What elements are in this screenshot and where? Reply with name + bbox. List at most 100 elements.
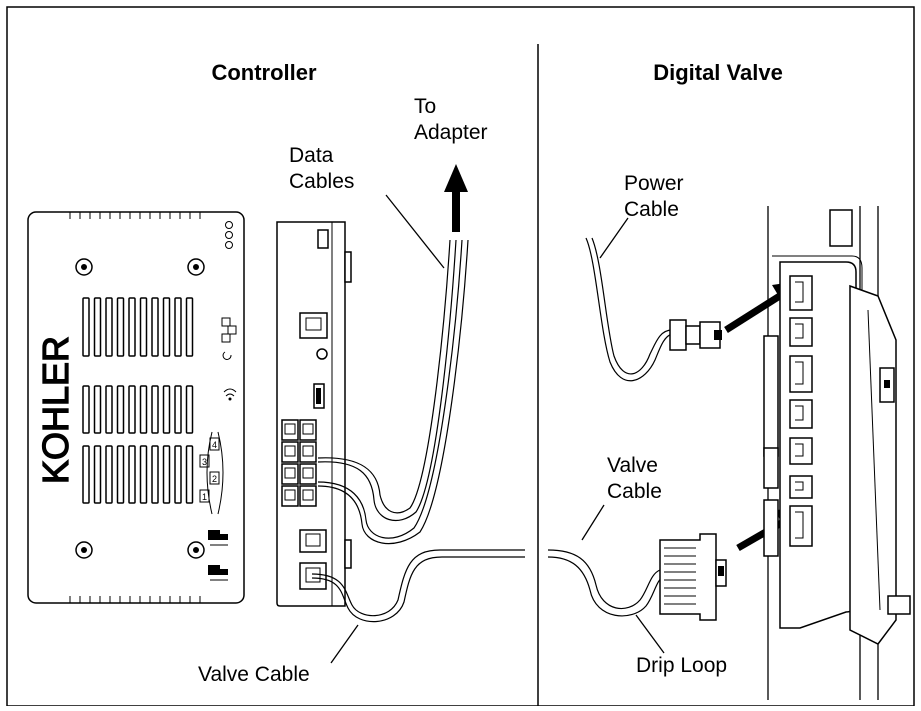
valve-port-latch bbox=[795, 361, 804, 385]
top-vent-ticks bbox=[69, 212, 201, 219]
vent-slot bbox=[185, 445, 194, 504]
to-adapter-label-line2: Adapter bbox=[414, 121, 488, 144]
data-port bbox=[281, 463, 299, 485]
vent-slot bbox=[139, 297, 148, 357]
side-housing bbox=[276, 221, 346, 607]
data-port-socket bbox=[302, 423, 314, 435]
data-port bbox=[299, 485, 317, 507]
data-port-socket bbox=[302, 489, 314, 501]
valve-port bbox=[789, 275, 813, 311]
vent-slot bbox=[105, 297, 113, 357]
controller-title: Controller bbox=[211, 60, 317, 85]
data-port-socket bbox=[284, 467, 296, 479]
vent-slot bbox=[174, 385, 182, 434]
port-label: 1 bbox=[202, 492, 207, 502]
vent-slot bbox=[128, 297, 136, 357]
vent-slot bbox=[93, 385, 102, 434]
network-icon bbox=[221, 317, 237, 343]
data-port-socket bbox=[284, 489, 296, 501]
valve-connector-icon bbox=[208, 530, 228, 546]
screw-icon bbox=[75, 541, 93, 559]
digital-valve-title: Digital Valve bbox=[653, 60, 783, 85]
port-label: 3 bbox=[202, 457, 207, 467]
vent-slots bbox=[82, 297, 194, 504]
data-port-socket bbox=[284, 423, 296, 435]
vent-slot bbox=[174, 445, 182, 504]
vent-slot bbox=[162, 385, 171, 434]
bottom-vent-ticks bbox=[69, 596, 201, 603]
vent-slot bbox=[105, 445, 113, 504]
data-cables-leader bbox=[385, 194, 445, 269]
data-port bbox=[281, 419, 299, 441]
valve-port-latch bbox=[795, 405, 804, 421]
valve-cable-leader bbox=[330, 624, 359, 664]
data-port-socket bbox=[302, 467, 314, 479]
port-label: 4 bbox=[212, 440, 217, 450]
valve-cable-label-line1: Valve bbox=[607, 454, 658, 477]
vent-slot bbox=[116, 385, 125, 434]
valve-cable-label-line2: Cable bbox=[607, 480, 662, 503]
screw-icon bbox=[187, 541, 205, 559]
vent-slot bbox=[105, 385, 113, 434]
to-adapter-label-line1: To bbox=[414, 95, 436, 118]
vent-slot bbox=[82, 385, 90, 434]
data-port-grid bbox=[281, 419, 317, 507]
vent-slot bbox=[174, 297, 182, 357]
power-jack bbox=[317, 229, 329, 249]
vent-slot bbox=[116, 297, 125, 357]
data-port-socket bbox=[284, 445, 296, 457]
valve-port bbox=[789, 475, 813, 499]
controller-valve-cable bbox=[311, 549, 525, 623]
valve-port-latch bbox=[795, 511, 804, 539]
port-number-labels: 1 2 3 4 bbox=[199, 437, 220, 503]
vent-slot bbox=[116, 445, 125, 504]
vent-slot bbox=[185, 297, 194, 357]
valve-latch bbox=[763, 447, 779, 489]
vent-slot bbox=[185, 385, 194, 434]
valve-port-lower bbox=[299, 562, 327, 590]
screw-icon bbox=[75, 258, 93, 276]
vent-slot bbox=[162, 445, 171, 504]
ethernet-port bbox=[299, 312, 328, 339]
valve-port-latch bbox=[795, 481, 804, 491]
valve-port bbox=[789, 317, 813, 347]
power-cable-leader bbox=[599, 217, 629, 259]
vent-slot bbox=[82, 445, 90, 504]
vent-slot bbox=[139, 385, 148, 434]
power-connector bbox=[669, 319, 722, 351]
power-cable bbox=[585, 237, 673, 382]
valve-connector-icon bbox=[208, 565, 228, 581]
vent-slot bbox=[82, 297, 90, 357]
data-cables-label-line1: Data bbox=[289, 144, 334, 167]
power-jack-icon bbox=[225, 221, 233, 249]
valve-connector bbox=[659, 533, 727, 621]
vent-slot bbox=[162, 297, 171, 357]
power-cable-label-line2: Cable bbox=[624, 198, 679, 221]
controller-side-view bbox=[276, 221, 352, 607]
data-port bbox=[281, 485, 299, 507]
power-cable-label-line1: Power bbox=[624, 172, 684, 195]
valve-port bbox=[789, 399, 813, 429]
vent-slot bbox=[128, 445, 136, 504]
valve-cable-label: Valve Cable bbox=[198, 663, 310, 686]
data-port bbox=[281, 441, 299, 463]
vent-slot bbox=[151, 385, 159, 434]
screw-icon bbox=[187, 258, 205, 276]
vent-slot bbox=[139, 445, 148, 504]
data-port bbox=[299, 419, 317, 441]
to-adapter-arrow bbox=[444, 164, 468, 232]
reset-icon bbox=[222, 351, 232, 360]
valve-port bbox=[789, 355, 813, 393]
valve-cable-leader-right bbox=[581, 504, 605, 541]
wifi-icon bbox=[223, 388, 237, 401]
valve-side-cable bbox=[547, 549, 665, 617]
port-bracket bbox=[217, 431, 224, 515]
valve-port-upper bbox=[299, 529, 327, 553]
valve-latch bbox=[763, 335, 779, 457]
valve-cover bbox=[849, 284, 897, 645]
valve-port-stack bbox=[763, 275, 813, 557]
vent-slot bbox=[151, 445, 159, 504]
port-label: 2 bbox=[212, 474, 217, 484]
drip-loop-leader bbox=[635, 614, 665, 654]
